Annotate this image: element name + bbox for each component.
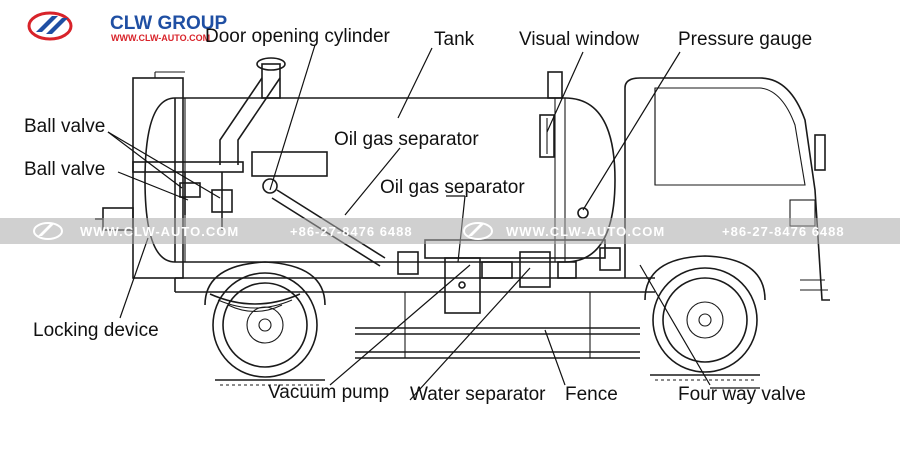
fence-rails bbox=[355, 292, 640, 359]
label-ball-valve-upper: Ball valve bbox=[24, 116, 105, 137]
watermark-site-1: WWW.CLW-AUTO.COM bbox=[80, 224, 239, 239]
label-locking-device: Locking device bbox=[33, 320, 159, 341]
front-wheel bbox=[644, 255, 766, 373]
cab bbox=[624, 77, 830, 301]
watermark-logo-icon bbox=[463, 222, 493, 240]
rear-wheel bbox=[204, 261, 326, 378]
door-cylinder bbox=[251, 151, 386, 267]
logo-url: WWW.CLW-AUTO.COM bbox=[111, 33, 210, 43]
separators bbox=[397, 239, 621, 314]
ground bbox=[215, 374, 760, 386]
suction-pipe bbox=[219, 77, 281, 165]
leader-lines bbox=[107, 44, 760, 401]
tank-body bbox=[132, 57, 616, 279]
chassis bbox=[174, 277, 655, 313]
label-oil-gas-separator-lower: Oil gas separator bbox=[380, 177, 525, 198]
watermark-site-2: WWW.CLW-AUTO.COM bbox=[506, 224, 665, 239]
label-pressure-gauge: Pressure gauge bbox=[678, 29, 812, 50]
label-water-separator: Water separator bbox=[410, 384, 546, 405]
watermark-phone-2: +86-27-8476 6488 bbox=[722, 224, 845, 239]
component-labels: Door opening cylinder Tank Visual window… bbox=[24, 26, 812, 405]
label-four-way-valve: Four way valve bbox=[678, 384, 806, 405]
label-tank: Tank bbox=[434, 29, 475, 50]
label-visual-window: Visual window bbox=[519, 29, 639, 50]
label-oil-gas-separator-upper: Oil gas separator bbox=[334, 129, 479, 150]
logo-brand: CLW GROUP bbox=[110, 13, 227, 34]
clw-logo: CLW GROUP WWW.CLW-AUTO.COM bbox=[27, 11, 227, 43]
label-ball-valve-lower: Ball valve bbox=[24, 159, 105, 180]
watermark-band: WWW.CLW-AUTO.COM +86-27-8476 6488 WWW.CL… bbox=[0, 218, 900, 244]
label-door-opening-cylinder: Door opening cylinder bbox=[205, 26, 391, 47]
watermark-phone-1: +86-27-8476 6488 bbox=[290, 224, 413, 239]
watermark-logo-icon bbox=[33, 222, 63, 240]
label-fence: Fence bbox=[565, 384, 618, 405]
label-vacuum-pump: Vacuum pump bbox=[268, 382, 389, 403]
